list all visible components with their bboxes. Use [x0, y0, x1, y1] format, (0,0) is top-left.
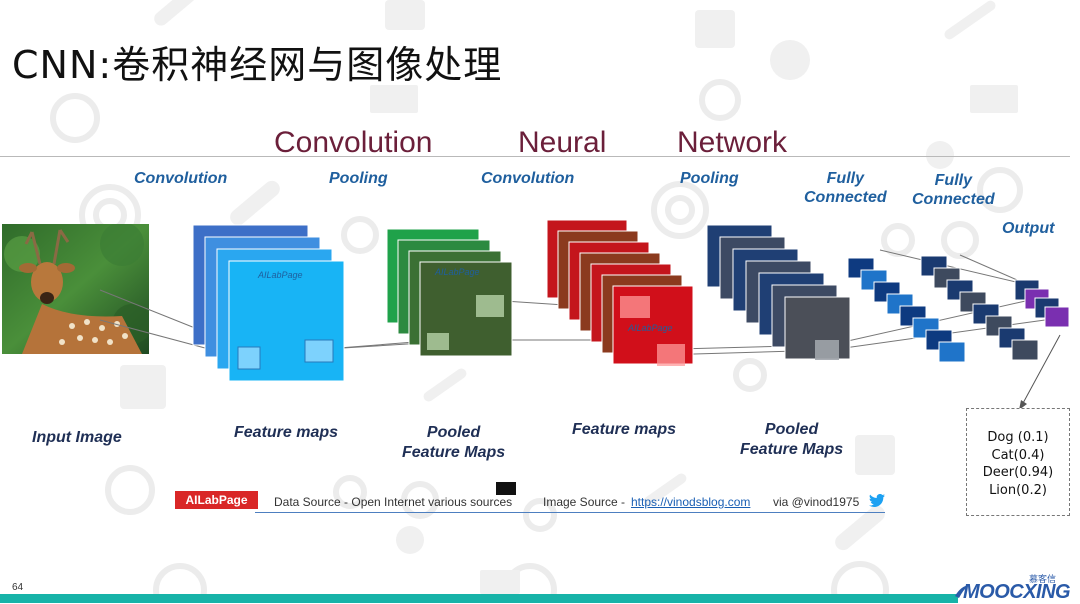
twitter-bird-icon: [869, 494, 885, 507]
rocket-watermark-icon: [230, 180, 280, 226]
puzzle-watermark-icon: [926, 141, 954, 169]
dollar-coin-watermark-icon: [341, 216, 379, 254]
calendar-watermark-icon: [385, 0, 425, 30]
bottom-label-input-image: Input Image: [32, 429, 122, 446]
output-arrow-line: [1021, 334, 1061, 406]
calendar-watermark-icon: [855, 435, 895, 475]
m-logo-watermark-icon: [333, 475, 367, 509]
envelope-watermark-icon: [970, 85, 1018, 113]
gear-watermark-icon: [977, 167, 1023, 213]
connection-line-11: [879, 249, 1021, 284]
image-source-link[interactable]: https://vinodsblog.com: [631, 495, 751, 509]
bottom-label-feature-maps-2: Feature maps: [572, 421, 677, 438]
slide-title: CNN:卷积神经网与图像处理: [12, 43, 503, 87]
image-source-label: Image Source -: [543, 495, 626, 509]
fc2-node-8: [1011, 339, 1039, 361]
output-class-dog: Dog (0.1): [987, 430, 1049, 445]
deer-photo: [2, 224, 149, 354]
source-divider: [255, 512, 885, 513]
output-class-lion: Lion(0.2): [989, 482, 1047, 498]
m-logo-watermark-icon: [733, 358, 767, 392]
page-number: 64: [12, 582, 24, 593]
gear-watermark-icon: [401, 481, 439, 519]
gear-watermark-icon: [50, 93, 100, 143]
title-divider: [0, 156, 1070, 157]
header-word-neural: Neural: [518, 126, 607, 159]
output-node-4: [1044, 306, 1070, 328]
layer-label-fully-connected-2: Fully Connected: [912, 172, 995, 208]
dollar-coin-watermark-icon: [941, 221, 979, 259]
output-arrowhead: [1019, 400, 1027, 410]
wrench-watermark-icon: [423, 368, 467, 402]
pool2-highlight-cell: [815, 340, 839, 360]
pool1-highlight-cell: [476, 295, 504, 317]
layer-label-pooling-2: Pooling: [680, 170, 739, 187]
rocket-watermark-icon: [154, 0, 196, 26]
target-watermark-icon: [153, 563, 207, 603]
conv1-receptive-field: [237, 346, 261, 370]
conv2-watermark-text: AILabPage: [627, 323, 673, 333]
layer-label-pooling-1: Pooling: [329, 170, 388, 187]
puzzle-watermark-icon: [396, 526, 424, 554]
dollar-coin-watermark-icon: [523, 498, 557, 532]
input-image: [2, 224, 149, 354]
pool1-watermark-text: AILabPage: [434, 267, 480, 277]
gear-watermark-icon: [105, 465, 155, 515]
lightbulb-watermark-icon: [770, 40, 810, 80]
target-watermark-icon: [651, 181, 709, 239]
header-word-convolution: Convolution: [274, 126, 433, 159]
moocxing-swoosh-icon: [955, 585, 969, 598]
layer-label-convolution-2: Convolution: [481, 170, 575, 187]
rocket-watermark-icon: [835, 505, 885, 551]
header-word-network: Network: [677, 126, 788, 159]
layer-label-convolution-1: Convolution: [134, 170, 228, 187]
wrench-watermark-icon: [944, 0, 996, 40]
bottom-label-pooled-feature-maps-2: Pooled Feature Maps: [740, 421, 844, 458]
layer-label-output: Output: [1002, 220, 1055, 237]
source-image-thumbnail: [496, 482, 516, 495]
calendar-watermark-icon: [120, 365, 166, 409]
target-watermark-icon: [665, 195, 695, 225]
moocxing-chinese-name: 慕客信: [1029, 574, 1057, 584]
wrench-watermark-icon: [643, 473, 687, 507]
output-probabilities-box: Dog (0.1) Cat(0.4) Deer(0.94) Lion(0.2): [966, 408, 1070, 516]
conv2-highlight-cell-2: [657, 344, 685, 366]
moocxing-logo: MOOCXING 慕客信: [955, 574, 1073, 603]
bottom-label-pooled-feature-maps-1: Pooled Feature Maps: [402, 424, 506, 461]
pool1-highlight-cell-2: [427, 333, 449, 350]
layer-label-fully-connected-1: Fully Connected: [804, 170, 887, 206]
envelope-watermark-icon: [480, 570, 520, 594]
source-logo: AILabPage: [175, 491, 258, 509]
target-watermark-icon: [831, 561, 889, 603]
output-class-cat: Cat(0.4): [991, 447, 1045, 463]
gear-watermark-icon: [699, 79, 741, 121]
conv1-watermark-text: AILabPage: [257, 270, 303, 280]
envelope-watermark-icon: [370, 85, 418, 113]
footer-band: [0, 594, 958, 603]
data-source-text: Data Source - Open Internet various sour…: [274, 495, 513, 509]
fc1-node-8: [938, 341, 966, 363]
conv1-receptive-field-2: [304, 339, 334, 363]
conv2-highlight-cell: [620, 296, 650, 318]
moocxing-wordmark: MOOCXING: [963, 581, 1071, 603]
output-class-deer: Deer(0.94): [982, 465, 1054, 480]
via-handle-text: via @vinod1975: [773, 495, 860, 509]
bottom-label-feature-maps-1: Feature maps: [234, 424, 339, 441]
calendar-watermark-icon: [695, 10, 735, 48]
